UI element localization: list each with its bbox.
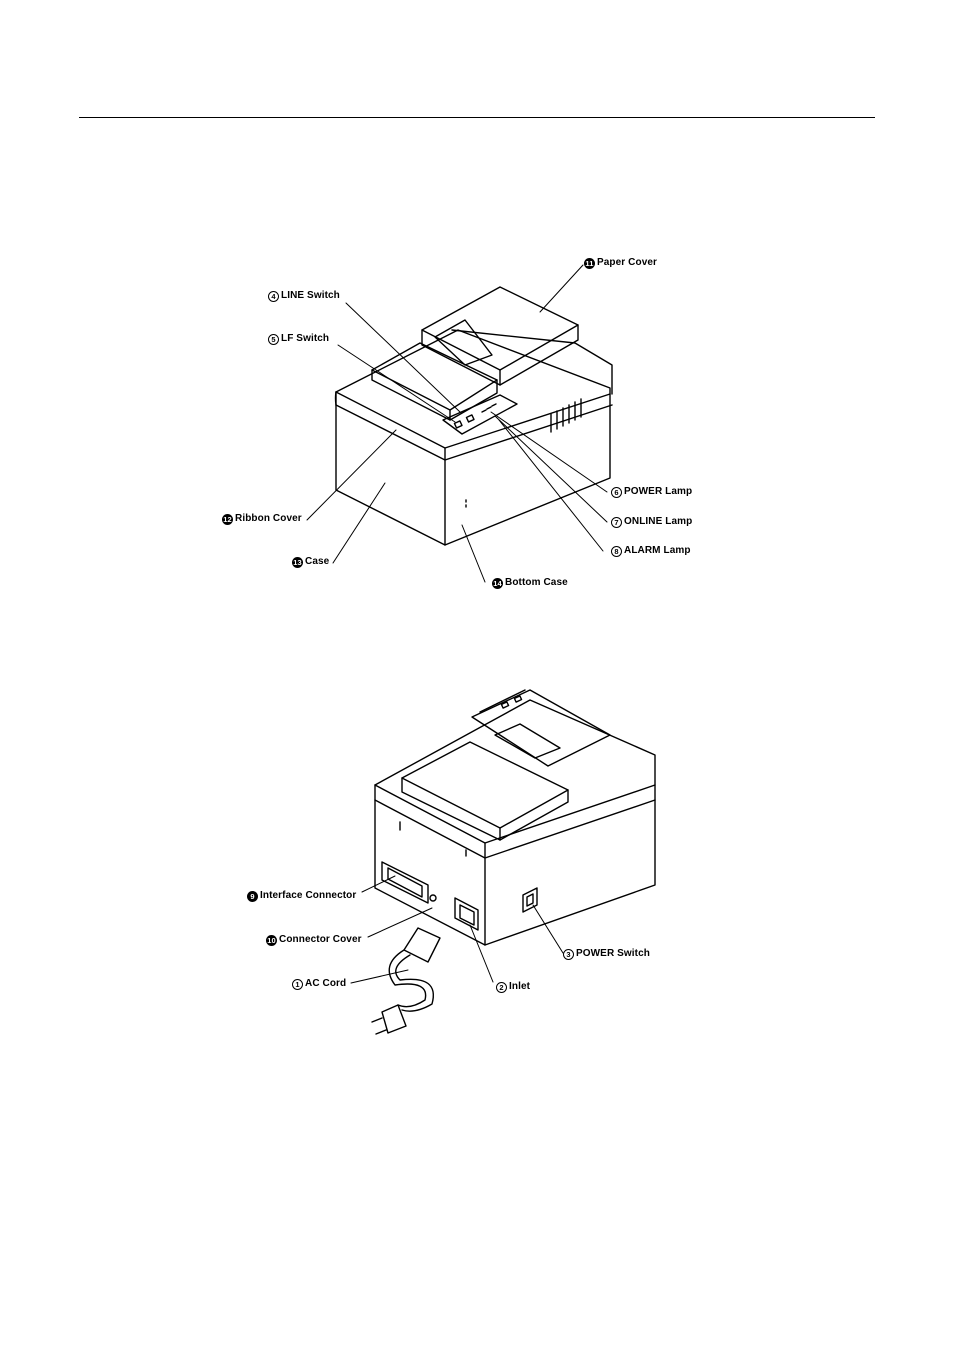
inlet-shape [455,898,478,930]
interface-connector-shape [382,862,428,903]
connector-cover-screw [430,895,436,901]
ac-cord-shape [372,928,440,1034]
printer-body-rear [375,700,655,945]
